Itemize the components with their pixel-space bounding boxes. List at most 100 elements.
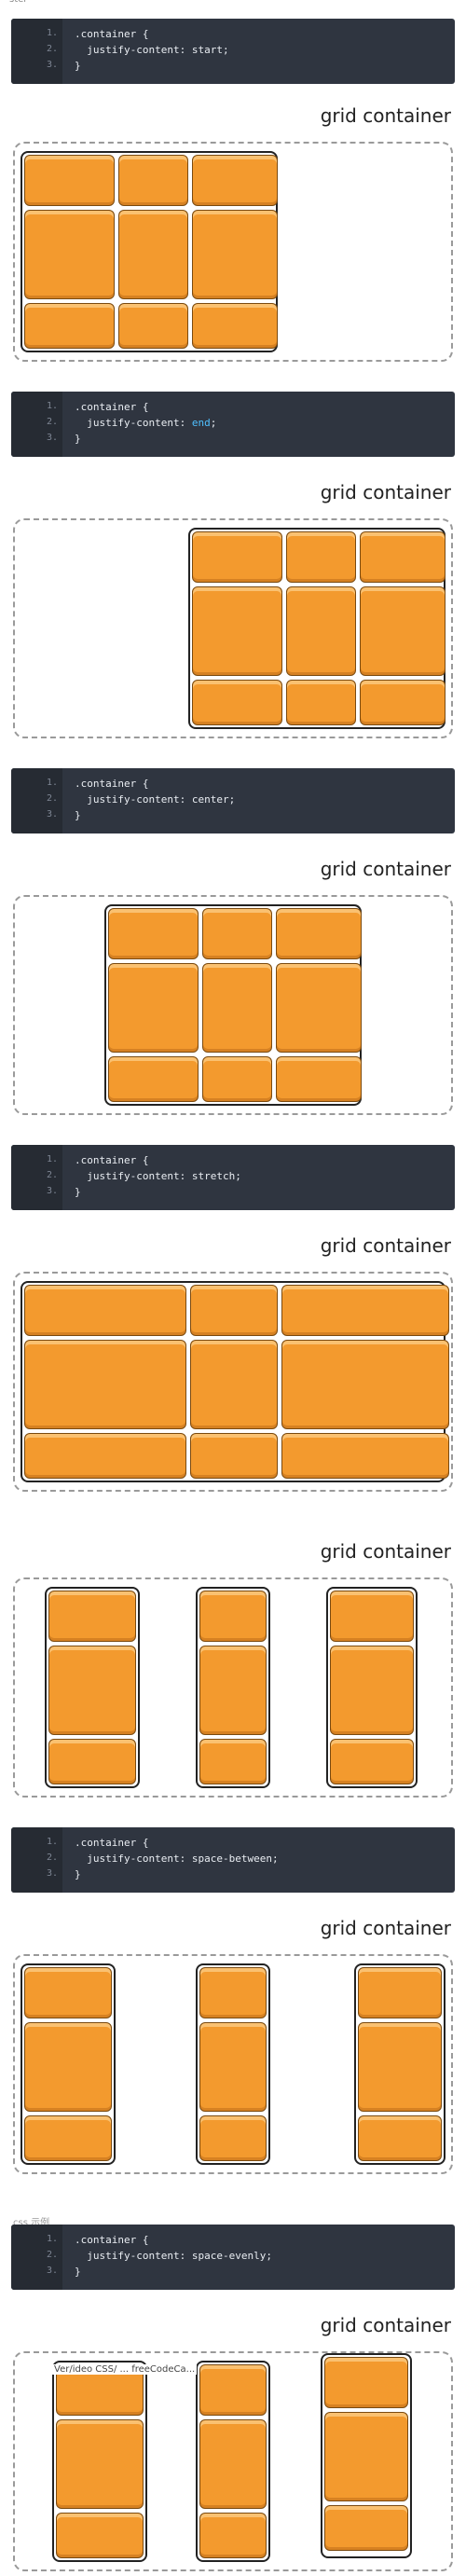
grid-item xyxy=(276,963,362,1053)
grid-item xyxy=(199,1591,267,1642)
line-number: 3. xyxy=(47,60,59,70)
grid-container-label: grid container xyxy=(320,2314,451,2336)
grid-container-label: grid container xyxy=(320,1917,451,1939)
grid-container-label: grid container xyxy=(320,104,451,127)
grid-item xyxy=(199,2022,267,2112)
code-line: justify-content: end; xyxy=(75,417,217,429)
code-line: justify-content: center; xyxy=(75,793,236,806)
grid-container-label: grid container xyxy=(320,1540,451,1563)
code-line: } xyxy=(75,60,81,72)
code-value: start xyxy=(191,44,223,56)
grid-column xyxy=(196,1587,270,1788)
line-number: 1. xyxy=(47,778,59,788)
code-line: .container { xyxy=(75,2234,149,2246)
grid xyxy=(21,1281,449,1482)
grid-item xyxy=(286,586,356,676)
grid xyxy=(188,528,445,729)
code-line: } xyxy=(75,2266,81,2278)
line-number: 2. xyxy=(47,793,59,804)
code-value-keyword: end xyxy=(191,417,211,429)
code-line: .container { xyxy=(75,1154,149,1166)
grid-item xyxy=(190,1433,278,1479)
cut-heading-fragment: ster xyxy=(9,0,27,5)
grid-item xyxy=(199,1646,267,1735)
grid-item xyxy=(281,1340,449,1429)
grid-container-box xyxy=(13,142,453,362)
grid-item xyxy=(324,2357,408,2408)
code-line: } xyxy=(75,809,81,821)
grid-item xyxy=(202,963,272,1053)
grid-item xyxy=(324,2412,408,2501)
overlay-caption: Ver/ideo CSS/ ... freeCodeCa... xyxy=(52,2364,198,2375)
code-block-center: 1. 2. 3. .container { justify-content: c… xyxy=(11,768,455,833)
grid-item xyxy=(192,303,278,349)
grid-container-box xyxy=(13,1577,453,1798)
grid-item xyxy=(48,1739,136,1784)
grid-item xyxy=(286,680,356,725)
grid-item xyxy=(276,1056,362,1102)
line-number: 1. xyxy=(47,401,59,411)
line-number: 1. xyxy=(47,1837,59,1847)
grid-item xyxy=(192,155,278,206)
grid-container-box xyxy=(13,1272,453,1492)
grid-column xyxy=(52,2361,147,2562)
grid-container-label: grid container xyxy=(320,481,451,503)
grid-container-box xyxy=(13,895,453,1115)
line-number: 3. xyxy=(47,809,59,820)
grid-item xyxy=(199,1739,267,1784)
grid-item xyxy=(24,2115,112,2161)
grid-item xyxy=(324,2505,408,2551)
grid-column xyxy=(321,2353,412,2558)
line-gutter xyxy=(11,1145,62,1210)
grid-item xyxy=(358,2022,442,2112)
grid-item xyxy=(56,2513,144,2558)
code-block-space-evenly: 1. 2. 3. .container { justify-content: s… xyxy=(11,2225,455,2290)
grid-item xyxy=(199,2364,267,2416)
grid-column xyxy=(354,1963,445,2165)
grid-item xyxy=(192,680,282,725)
grid-item xyxy=(190,1285,278,1336)
grid-item xyxy=(330,1591,414,1642)
grid-item xyxy=(276,908,362,959)
grid-item xyxy=(118,210,188,299)
grid-item xyxy=(199,2419,267,2509)
grid-item xyxy=(330,1646,414,1735)
grid-item xyxy=(360,680,445,725)
grid-item xyxy=(24,155,115,206)
grid-item xyxy=(202,908,272,959)
line-number: 1. xyxy=(47,1154,59,1164)
code-line: justify-content: start; xyxy=(75,44,229,56)
grid-item xyxy=(190,1340,278,1429)
code-line: } xyxy=(75,433,81,445)
code-value: stretch xyxy=(191,1170,236,1182)
grid-item xyxy=(330,1739,414,1784)
code-line: .container { xyxy=(75,401,149,413)
code-value: space-between xyxy=(191,1853,272,1865)
code-line: justify-content: stretch; xyxy=(75,1170,241,1182)
grid-item xyxy=(192,586,282,676)
grid-container-label: grid container xyxy=(320,1234,451,1257)
code-line: justify-content: space-evenly; xyxy=(75,2250,272,2262)
line-number: 1. xyxy=(47,28,59,38)
grid-item xyxy=(202,1056,272,1102)
grid-item xyxy=(108,908,199,959)
grid-container-box xyxy=(13,1954,453,2174)
grid-item xyxy=(48,1646,136,1735)
grid-item xyxy=(24,1285,186,1336)
line-number: 2. xyxy=(47,1853,59,1863)
line-gutter xyxy=(11,2225,62,2290)
line-number: 2. xyxy=(47,44,59,54)
line-number: 2. xyxy=(47,417,59,427)
line-number: 3. xyxy=(47,1868,59,1879)
grid-item xyxy=(24,2022,112,2112)
grid xyxy=(104,904,362,1106)
grid-item xyxy=(281,1433,449,1479)
grid xyxy=(21,151,278,352)
grid-item xyxy=(199,1967,267,2018)
code-line: } xyxy=(75,1868,81,1880)
line-number: 3. xyxy=(47,433,59,443)
line-number: 2. xyxy=(47,1170,59,1180)
line-gutter xyxy=(11,392,62,457)
code-block-space-between: 1. 2. 3. .container { justify-content: s… xyxy=(11,1827,455,1893)
grid-column xyxy=(196,2361,270,2562)
